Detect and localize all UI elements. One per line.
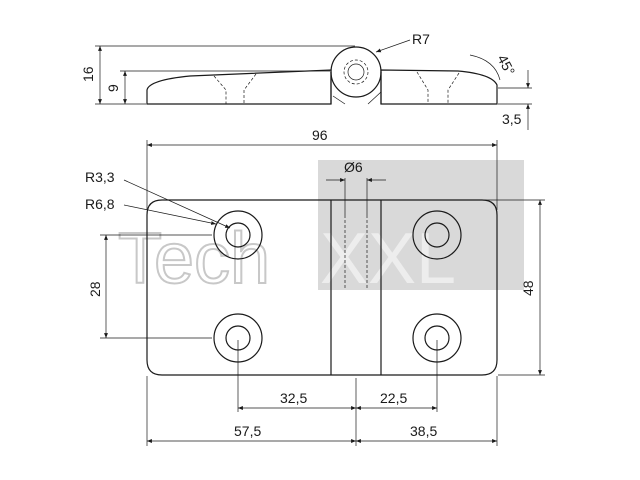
dim-total-length: 96 (312, 127, 328, 143)
dim-countersink-radius: R6,8 (85, 196, 115, 212)
dim-hole-spacing-vertical: 28 (87, 281, 103, 297)
dim-right-hole-offset: 22,5 (380, 390, 407, 406)
dim-knuckle-radius: R7 (412, 31, 430, 47)
dim-side-height: 16 (80, 66, 96, 82)
hole-top-left (213, 210, 263, 260)
side-view: 16 9 R7 45° 3,5 (80, 31, 532, 130)
dim-side-leaf-height: 9 (105, 84, 121, 92)
dim-hole-radius: R3,3 (85, 169, 115, 185)
front-plate-outline (146, 199, 498, 376)
dim-leaf-thickness: 3,5 (502, 111, 522, 127)
watermark-box (318, 160, 524, 290)
side-countersink-left (213, 73, 257, 104)
side-right-leaf (380, 69, 498, 105)
side-chamfer (332, 91, 382, 105)
dim-left-hole-offset: 32,5 (280, 390, 307, 406)
dim-total-height: 48 (520, 280, 536, 296)
hole-top-right (412, 210, 462, 260)
front-view: 96 Ø6 R3,3 (85, 127, 545, 446)
dim-left-leaf-length: 57,5 (234, 423, 261, 439)
dim-right-leaf-length: 38,5 (410, 423, 437, 439)
side-countersink-right (416, 71, 460, 104)
side-knuckle (330, 46, 382, 98)
side-pin (343, 59, 369, 85)
dim-pin-diameter: Ø6 (344, 159, 363, 175)
watermark-text-left: Tech (118, 219, 270, 299)
side-pin-inner (347, 63, 365, 81)
watermark: Tech XXL (117, 160, 524, 300)
side-left-leaf (146, 69, 332, 105)
